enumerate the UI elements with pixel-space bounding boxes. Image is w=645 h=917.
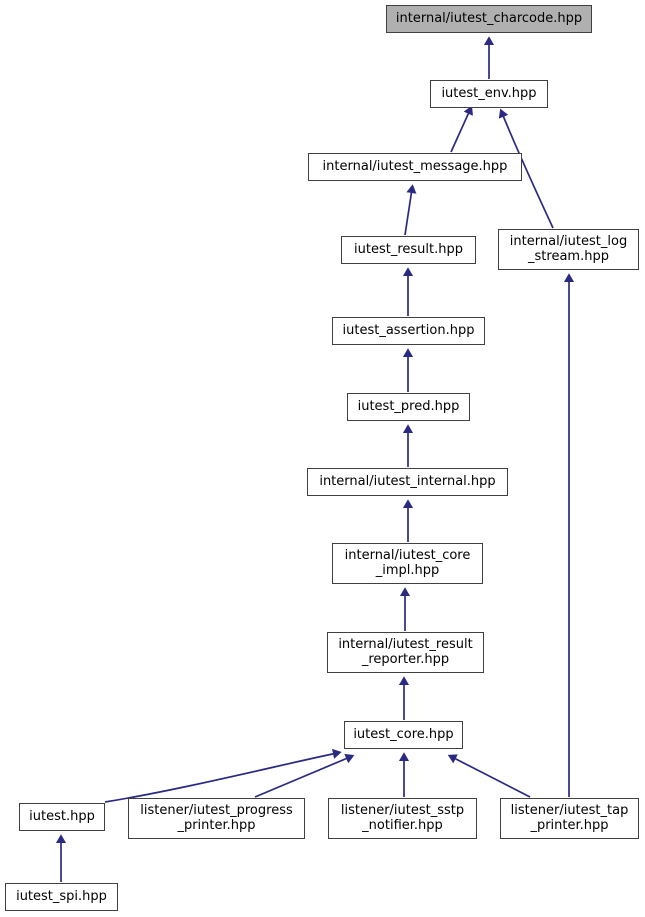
graph-node-iutest[interactable]: iutest.hpp xyxy=(19,803,105,831)
graph-node-pred[interactable]: iutest_pred.hpp xyxy=(347,393,470,421)
graph-node-label: internal/iutest_charcode.hpp xyxy=(395,10,583,26)
graph-node-message[interactable]: internal/iutest_message.hpp xyxy=(308,153,522,181)
graph-node-label: internal/iutest_message.hpp xyxy=(322,158,508,174)
graph-node-label: iutest_spi.hpp xyxy=(16,888,107,904)
graph-node-progress_printer[interactable]: listener/iutest_progress _printer.hpp xyxy=(128,798,305,839)
graph-node-env[interactable]: iutest_env.hpp xyxy=(430,80,548,108)
graph-node-label: iutest_assertion.hpp xyxy=(342,322,475,338)
dependency-edge-result-to-message xyxy=(404,184,417,236)
graph-node-sstp_notifier[interactable]: listener/iutest_sstp _notifier.hpp xyxy=(328,798,477,839)
dependency-edge-log_stream-to-env xyxy=(498,108,554,229)
graph-node-core[interactable]: iutest_core.hpp xyxy=(344,721,463,749)
graph-node-label: iutest.hpp xyxy=(29,808,95,824)
dependency-edge-iutest-to-core xyxy=(104,748,342,803)
graph-node-label: internal/iutest_core _impl.hpp xyxy=(344,548,471,578)
graph-node-label: iutest_core.hpp xyxy=(353,726,454,742)
graph-node-label: iutest_result.hpp xyxy=(354,241,463,257)
graph-node-label: internal/iutest_internal.hpp xyxy=(319,473,496,489)
graph-node-label: iutest_pred.hpp xyxy=(357,398,460,414)
dependency-edge-message-to-env xyxy=(450,105,473,153)
dependency-edge-tap_printer-to-core xyxy=(447,754,531,798)
graph-node-assertion[interactable]: iutest_assertion.hpp xyxy=(332,317,485,345)
graph-node-result_reporter[interactable]: internal/iutest_result _reporter.hpp xyxy=(327,632,484,673)
graph-node-log_stream[interactable]: internal/iutest_log _stream.hpp xyxy=(498,229,639,270)
graph-node-tap_printer[interactable]: listener/iutest_tap _printer.hpp xyxy=(500,798,639,839)
graph-node-label: listener/iutest_sstp _notifier.hpp xyxy=(340,803,465,833)
graph-node-label: internal/iutest_result _reporter.hpp xyxy=(338,637,473,667)
graph-node-internal[interactable]: internal/iutest_internal.hpp xyxy=(307,468,508,496)
graph-node-label: iutest_env.hpp xyxy=(441,85,537,101)
graph-node-core_impl[interactable]: internal/iutest_core _impl.hpp xyxy=(332,543,483,584)
graph-node-label: internal/iutest_log _stream.hpp xyxy=(509,234,628,264)
graph-node-result[interactable]: iutest_result.hpp xyxy=(341,236,476,264)
graph-node-label: listener/iutest_progress _printer.hpp xyxy=(140,803,293,833)
dependency-edge-progress_printer-to-core xyxy=(254,753,355,798)
graph-node-iutest_spi[interactable]: iutest_spi.hpp xyxy=(5,883,118,911)
graph-node-charcode[interactable]: internal/iutest_charcode.hpp xyxy=(386,5,592,33)
edge-group xyxy=(55,36,575,882)
graph-node-label: listener/iutest_tap _printer.hpp xyxy=(510,803,629,833)
